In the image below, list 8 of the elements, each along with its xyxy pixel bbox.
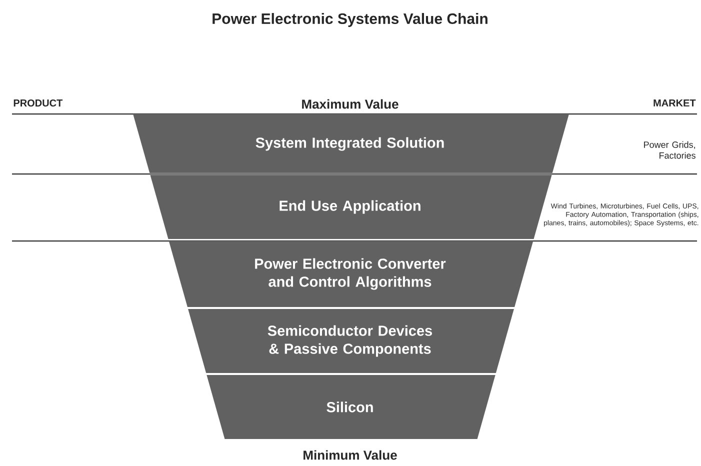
column-heading: PRODUCT bbox=[14, 99, 63, 107]
column-heading: MARKET bbox=[654, 100, 696, 106]
title: Power Electronic Systems Value Chain bbox=[212, 13, 488, 27]
funnel-band: System Integrated Solution bbox=[133, 114, 569, 173]
market-text: Power Grids, Factories bbox=[644, 141, 696, 159]
funnel-band: Semiconductor Devices & Passive Components bbox=[188, 309, 514, 373]
funnel-band: Silicon bbox=[206, 375, 496, 439]
funnel-band: Power Electronic Converter and Control Algorithms bbox=[168, 241, 534, 307]
